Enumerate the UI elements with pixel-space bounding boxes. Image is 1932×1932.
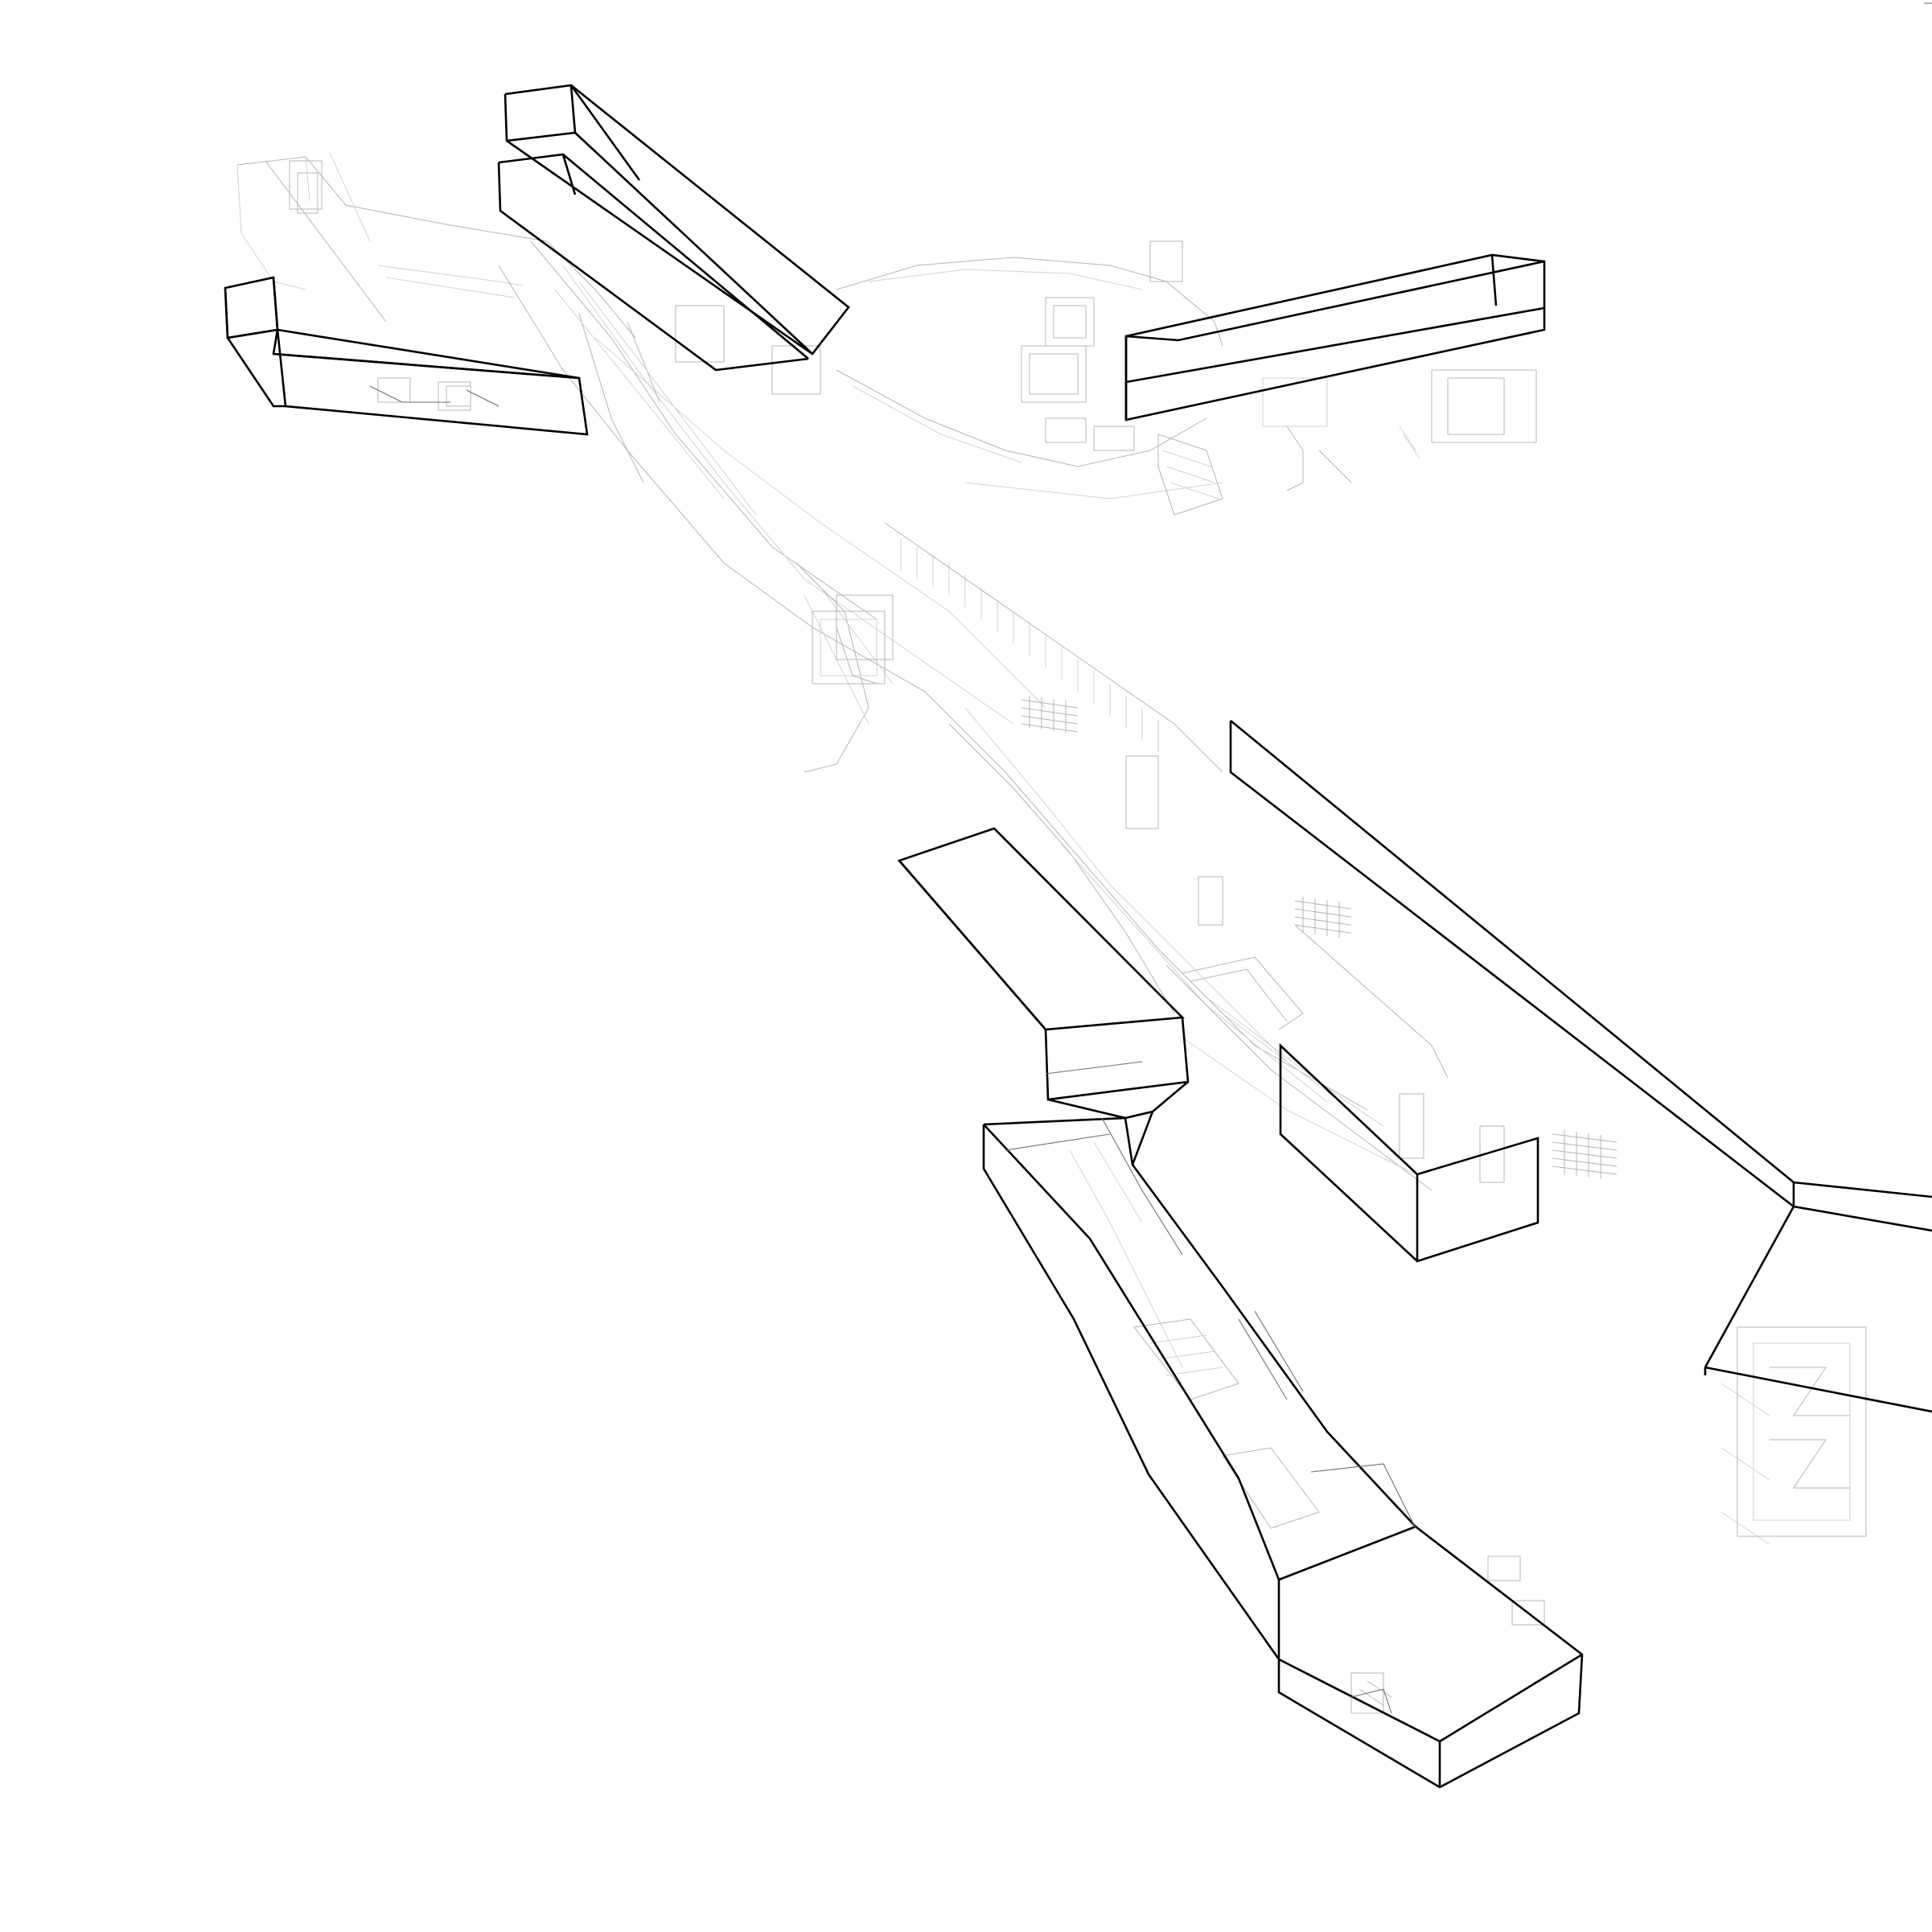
volume-outlines xyxy=(224,84,1932,1789)
volume-east-long-block xyxy=(1229,719,1932,1413)
interior-linework xyxy=(236,152,1867,1714)
volume-central-crank xyxy=(897,827,1190,1120)
volume-south-corridor xyxy=(982,1111,1584,1789)
detail-linework xyxy=(369,385,1416,1714)
volume-east-elevated-bar xyxy=(1124,253,1546,421)
volume-north-bar-lower xyxy=(497,153,809,372)
volume-east-lower-block xyxy=(1279,1042,1539,1263)
volume-northwest-wing xyxy=(224,276,589,436)
volume-north-bar-upper xyxy=(504,84,850,356)
